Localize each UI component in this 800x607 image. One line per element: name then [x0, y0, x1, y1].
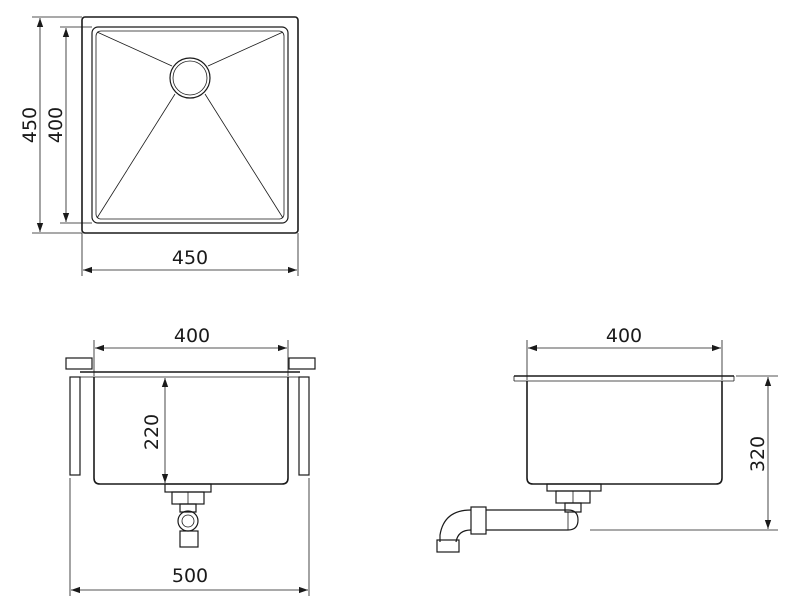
dimension-front-overall: 500	[69, 478, 310, 596]
countertop-left	[65, 357, 93, 370]
dimension-outer-height: 450	[19, 16, 82, 234]
dim-label-400-side: 400	[606, 325, 642, 347]
sink-basin-side	[526, 381, 723, 485]
front-view: 400 220 500	[65, 325, 316, 596]
side-view: 400 320	[436, 325, 778, 553]
dimension-side-height: 320	[590, 375, 778, 531]
dimension-outer-width: 450	[81, 233, 299, 276]
dim-label-320: 320	[747, 436, 769, 472]
dim-label-400-front: 400	[174, 325, 210, 347]
dimension-front-depth: 220	[141, 378, 169, 483]
drain-assembly-side	[436, 483, 602, 553]
dim-label-450-width: 450	[172, 247, 208, 269]
cabinet-wall-right	[298, 376, 310, 476]
dim-label-500: 500	[172, 565, 208, 587]
dimension-inner-height: 400	[45, 26, 92, 224]
drain-assembly-front	[164, 483, 212, 548]
dim-label-450-height: 450	[19, 107, 41, 143]
drain-hole	[169, 57, 211, 99]
sink-basin-inner	[91, 26, 289, 224]
dim-label-220: 220	[141, 414, 163, 450]
basin-slope-lines	[96, 31, 284, 219]
countertop-right	[288, 357, 316, 370]
top-view: 450 400 450	[19, 16, 299, 276]
dimension-side-width: 400	[526, 325, 723, 380]
dim-label-400-height: 400	[45, 107, 67, 143]
sink-outer-rim	[81, 16, 299, 234]
cabinet-wall-left	[69, 376, 81, 476]
sink-basin-front	[93, 377, 289, 485]
dimension-front-width: 400	[93, 325, 289, 376]
